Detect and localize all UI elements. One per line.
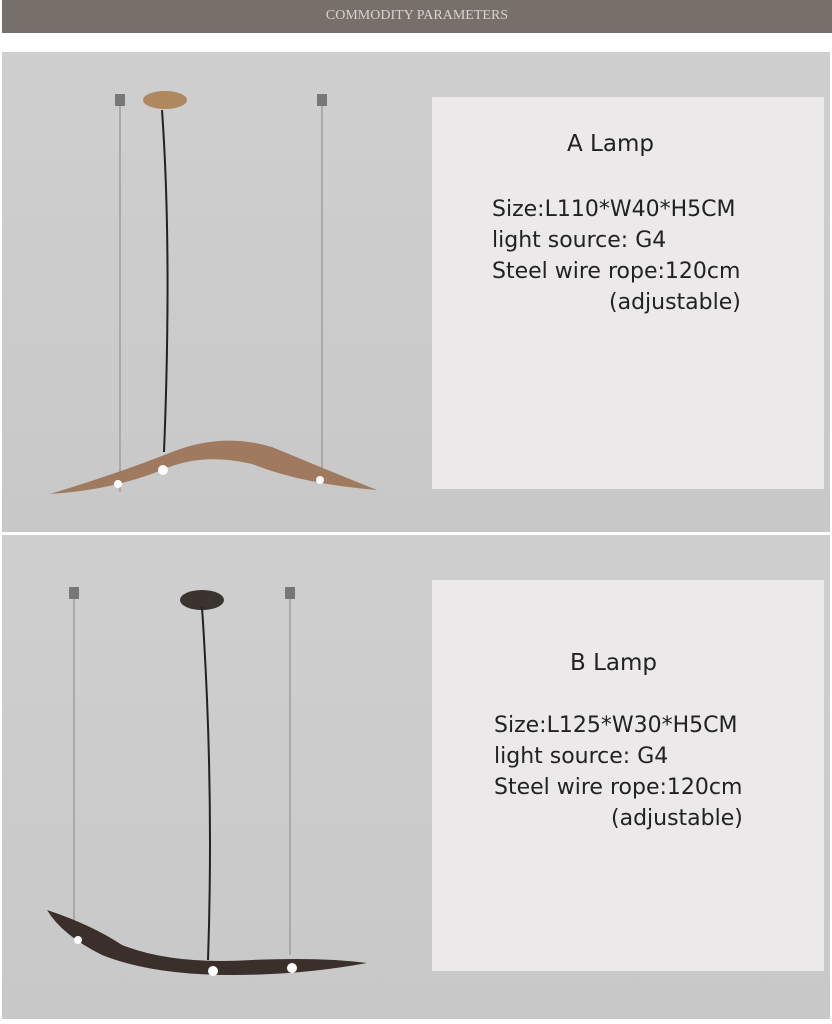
spec-light-source: light source: G4 — [492, 228, 667, 253]
product-specs: Size:L125*W30*H5CM light source: G4 Steel … — [494, 710, 743, 834]
product-name: A Lamp — [567, 131, 654, 157]
section-header: COMMODITY PARAMETERS — [2, 0, 832, 33]
spec-card-a: A Lamp Size:L110*W40*H5CM light source: G… — [432, 97, 824, 489]
spec-size: Size:L110*W40*H5CM — [492, 197, 736, 222]
spec-wire-note: (adjustable) — [609, 290, 741, 315]
product-name: B Lamp — [570, 650, 658, 676]
lamp-b-image — [47, 587, 367, 976]
spec-wire: Steel wire rope:120cm — [494, 775, 743, 800]
spec-wire: Steel wire rope:120cm — [492, 259, 741, 284]
product-panel-b: B Lamp Size:L125*W30*H5CM light source: G… — [2, 535, 830, 1019]
product-panel-a: A Lamp Size:L110*W40*H5CM light source: G… — [2, 52, 830, 532]
spec-light-source: light source: G4 — [494, 744, 669, 769]
lamp-a-image — [50, 91, 377, 494]
section-title: COMMODITY PARAMETERS — [325, 8, 509, 23]
spec-card-b: B Lamp Size:L125*W30*H5CM light source: G… — [432, 580, 824, 971]
spec-wire-note: (adjustable) — [611, 806, 743, 831]
spec-size: Size:L125*W30*H5CM — [494, 713, 738, 738]
product-specs: Size:L110*W40*H5CM light source: G4 Steel … — [492, 194, 741, 318]
